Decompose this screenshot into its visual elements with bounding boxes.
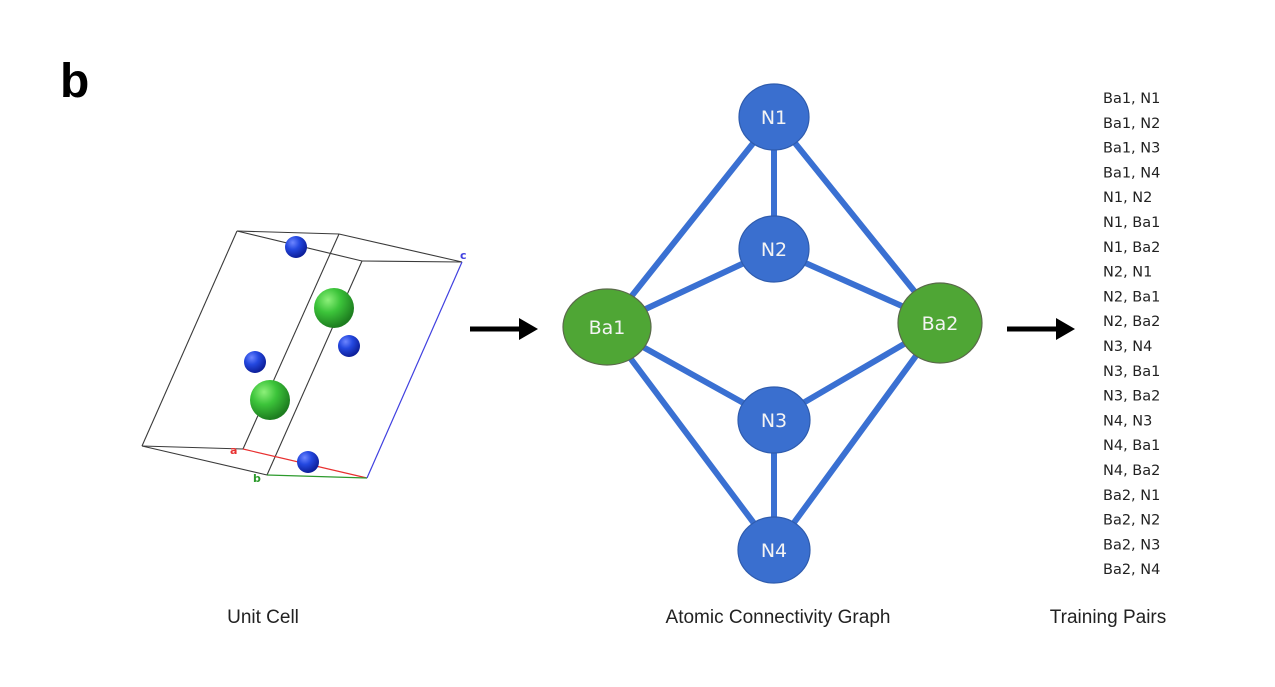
training-pair: N1, N2 [1103,190,1152,206]
edge-ba1-n1 [604,115,777,329]
node-circle [897,282,983,364]
n-atom [285,236,307,258]
axis-b-label: b [253,472,261,485]
node-circle [737,516,811,584]
training-pair: N4, Ba1 [1103,438,1160,454]
node-label: Ba2 [922,313,959,335]
axis-c-line [366,261,463,479]
edge-n1-ba2 [771,115,943,325]
cell-edge [141,445,268,476]
ba-atom [314,288,354,328]
training-pair: Ba1, N2 [1103,116,1160,132]
training-pair: Ba2, N1 [1103,488,1160,504]
n-atom [244,351,266,373]
node-label: Ba1 [589,317,626,339]
axis-b-line [266,474,368,479]
node-circle [738,83,810,151]
node-ba2: Ba2 [897,282,983,364]
node-circle [738,215,810,283]
cell-edge [266,260,363,476]
cell-edges [141,230,463,476]
cell-edge [141,230,238,447]
cell-atoms [244,236,360,473]
node-n1: N1 [738,83,810,151]
graph-caption: Atomic Connectivity Graph [666,607,891,628]
node-n2: N2 [738,215,810,283]
training-pair: N1, Ba1 [1103,215,1160,231]
unit-cell-caption: Unit Cell [227,607,299,628]
training-pair: N1, Ba2 [1103,240,1160,256]
graph-edges [604,115,943,552]
training-pair: N3, Ba1 [1103,364,1160,380]
cell-edge [338,233,463,263]
node-ba1: Ba1 [562,288,652,366]
training-pair: N2, Ba2 [1103,314,1160,330]
node-n4: N4 [737,516,811,584]
training-pairs-list: Ba1, N1 Ba1, N2 Ba1, N3 Ba1, N4 N1, N2 N1, Ba… [1103,91,1160,578]
training-pair: Ba1, N3 [1103,141,1160,157]
training-pair: N4, N3 [1103,413,1152,429]
training-pairs-caption: Training Pairs [1050,607,1167,628]
node-label: N1 [761,107,787,129]
training-pair: Ba2, N2 [1103,513,1160,529]
node-label: N2 [761,239,787,261]
training-pair: Ba2, N3 [1103,537,1160,553]
cell-edge [141,445,244,450]
cell-edge [361,260,463,263]
training-pair: N2, Ba1 [1103,289,1160,305]
axis-c-label: c [460,249,467,262]
training-pair: Ba2, N4 [1103,562,1160,578]
ba-atom [250,380,290,420]
training-pair: N2, N1 [1103,265,1152,281]
cell-edge [242,233,340,450]
node-label: N3 [761,410,787,432]
unit-cell-diagram: a b c [141,230,467,485]
training-pair: N4, Ba2 [1103,463,1160,479]
edge-ba1-n4 [604,325,777,552]
arrow-right-icon [1007,318,1075,340]
n-atom [297,451,319,473]
training-pair: N3, N4 [1103,339,1152,355]
node-label: N4 [761,540,787,562]
n-atom [338,335,360,357]
arrow-right-icon [470,318,538,340]
node-circle [737,386,811,454]
training-pair: Ba1, N1 [1103,91,1160,107]
edge-n4-ba2 [771,321,943,552]
panel-letter: b [60,55,89,108]
axis-a-label: a [230,444,237,457]
cell-edge [236,230,340,235]
training-pair: N3, Ba2 [1103,389,1160,405]
training-pair: Ba1, N4 [1103,165,1160,181]
node-circle [562,288,652,366]
node-n3: N3 [737,386,811,454]
